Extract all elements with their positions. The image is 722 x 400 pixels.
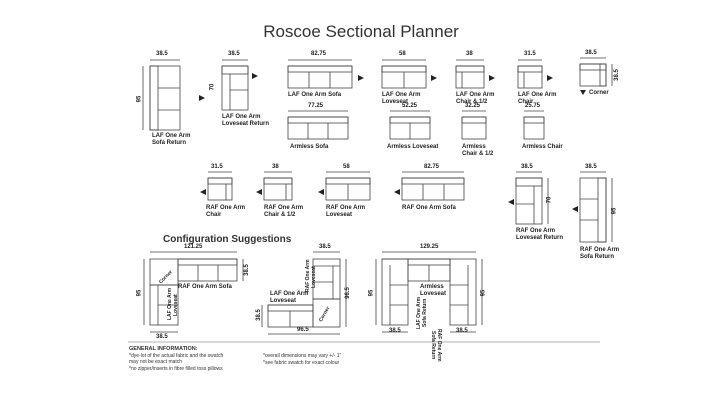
dim-height: 95 (368, 289, 375, 297)
config-3-right-label: Sofa Return (430, 331, 436, 360)
config-3-left-label: Sofa Return (422, 298, 428, 327)
left-arrow-icon (200, 189, 206, 195)
raf-sofa-return-drawing (579, 171, 613, 243)
dim-width: 38.5 (228, 51, 240, 57)
laf-chair-drawing (517, 59, 543, 89)
dim-width: 38.5 (456, 328, 468, 334)
right-arrow-icon (358, 75, 364, 81)
left-arrow-icon (256, 189, 262, 195)
dim-height: 96.5 (344, 287, 351, 299)
config-3-right-label: RAF One Arm (436, 329, 442, 362)
right-arrow-icon (489, 75, 495, 81)
dim-height: 70 (209, 83, 216, 91)
page-title: Roscoe Sectional Planner (263, 22, 459, 41)
dim-width: 38.5 (585, 50, 597, 56)
raf-chair-half-drawing (263, 171, 293, 201)
dim-height: 95 (611, 207, 618, 215)
dim-width: 38.5 (156, 334, 168, 340)
dim-height: 38.5 (243, 264, 250, 276)
dim-width: 38.5 (521, 164, 533, 170)
config-2-drawing (261, 251, 347, 335)
general-information-notes: *overall dimensions may vary +/- 1" *see… (263, 353, 342, 366)
dim-width: 38.5 (389, 328, 401, 334)
config-heading: Configuration Suggestions (163, 234, 292, 245)
dim-width: 82.75 (424, 164, 440, 170)
dim-width: 52.25 (402, 103, 418, 109)
dim-width: 31.5 (524, 51, 536, 57)
label-armless-chair: Armless Chair (522, 144, 563, 150)
right-arrow-icon (431, 75, 437, 81)
laf-loveseat-drawing (381, 59, 427, 89)
left-arrow-icon (394, 189, 400, 195)
right-arrow-icon (252, 73, 258, 79)
dim-width: 32.25 (465, 103, 481, 109)
label-corner: Corner (589, 90, 609, 96)
armless-loveseat-drawing (389, 110, 431, 140)
right-arrow-icon (547, 75, 553, 81)
label-raf-sofa: RAF One Arm Sofa (402, 205, 456, 211)
laf-sofa-drawing (287, 59, 353, 89)
left-arrow-icon (508, 199, 514, 205)
dim-width: 38 (272, 164, 279, 170)
arrow-icons (199, 73, 586, 212)
dim-width: 96.5 (297, 327, 309, 333)
config-1-loveseat-label: Loveseat (173, 294, 179, 316)
dim-width: 31.5 (211, 164, 223, 170)
raf-sofa-drawing (401, 171, 465, 201)
raf-loveseat-drawing (325, 171, 371, 201)
dim-width: 77.25 (308, 103, 324, 109)
left-arrow-icon (318, 189, 324, 195)
label-armless-loveseat: Armless Loveseat (387, 144, 439, 150)
dim-width: 38.5 (156, 51, 168, 57)
dim-width: 38.5 (319, 244, 331, 250)
config-2-top-loveseat-label: Loveseat (311, 266, 317, 288)
dim-width: 25.75 (525, 103, 541, 109)
dim-width: 121.25 (184, 244, 203, 250)
armless-chair-half-drawing (461, 110, 487, 140)
right-arrow-icon (199, 95, 205, 101)
dim-height: 95 (136, 95, 143, 103)
dim-height: 38.5 (255, 309, 262, 321)
down-arrow-icon (580, 90, 586, 95)
raf-chair-drawing (207, 171, 233, 201)
laf-sofa-return-drawing (142, 59, 181, 131)
dim-width: 129.25 (420, 244, 439, 250)
config-3-drawing (375, 251, 483, 333)
dim-height: 95 (480, 289, 487, 297)
laf-loveseat-return-drawing (221, 59, 249, 111)
laf-chair-half-drawing (455, 59, 485, 89)
config-1-drawing (143, 251, 244, 333)
raf-loveseat-return-drawing (515, 171, 549, 225)
dim-height: 95 (136, 289, 143, 297)
dim-height: 70 (546, 196, 553, 204)
dim-height: 38.5 (613, 69, 620, 81)
left-arrow-icon (572, 206, 578, 212)
label-laf-sofa: LAF One Arm Sofa (288, 92, 342, 98)
general-information: GENERAL INFORMATION: *dye-lot of the act… (129, 346, 224, 372)
config-1-sofa-label: RAF One Arm Sofa (178, 284, 232, 290)
dim-width: 58 (343, 164, 350, 170)
corner-drawing (579, 57, 613, 87)
dim-width: 58 (399, 51, 406, 57)
armless-sofa-drawing (287, 110, 349, 140)
dim-width: 38 (466, 51, 473, 57)
armless-chair-drawing (523, 110, 545, 140)
dim-width: 38.5 (585, 164, 597, 170)
dim-width: 82.75 (311, 51, 327, 57)
label-armless-sofa: Armless Sofa (290, 144, 329, 150)
